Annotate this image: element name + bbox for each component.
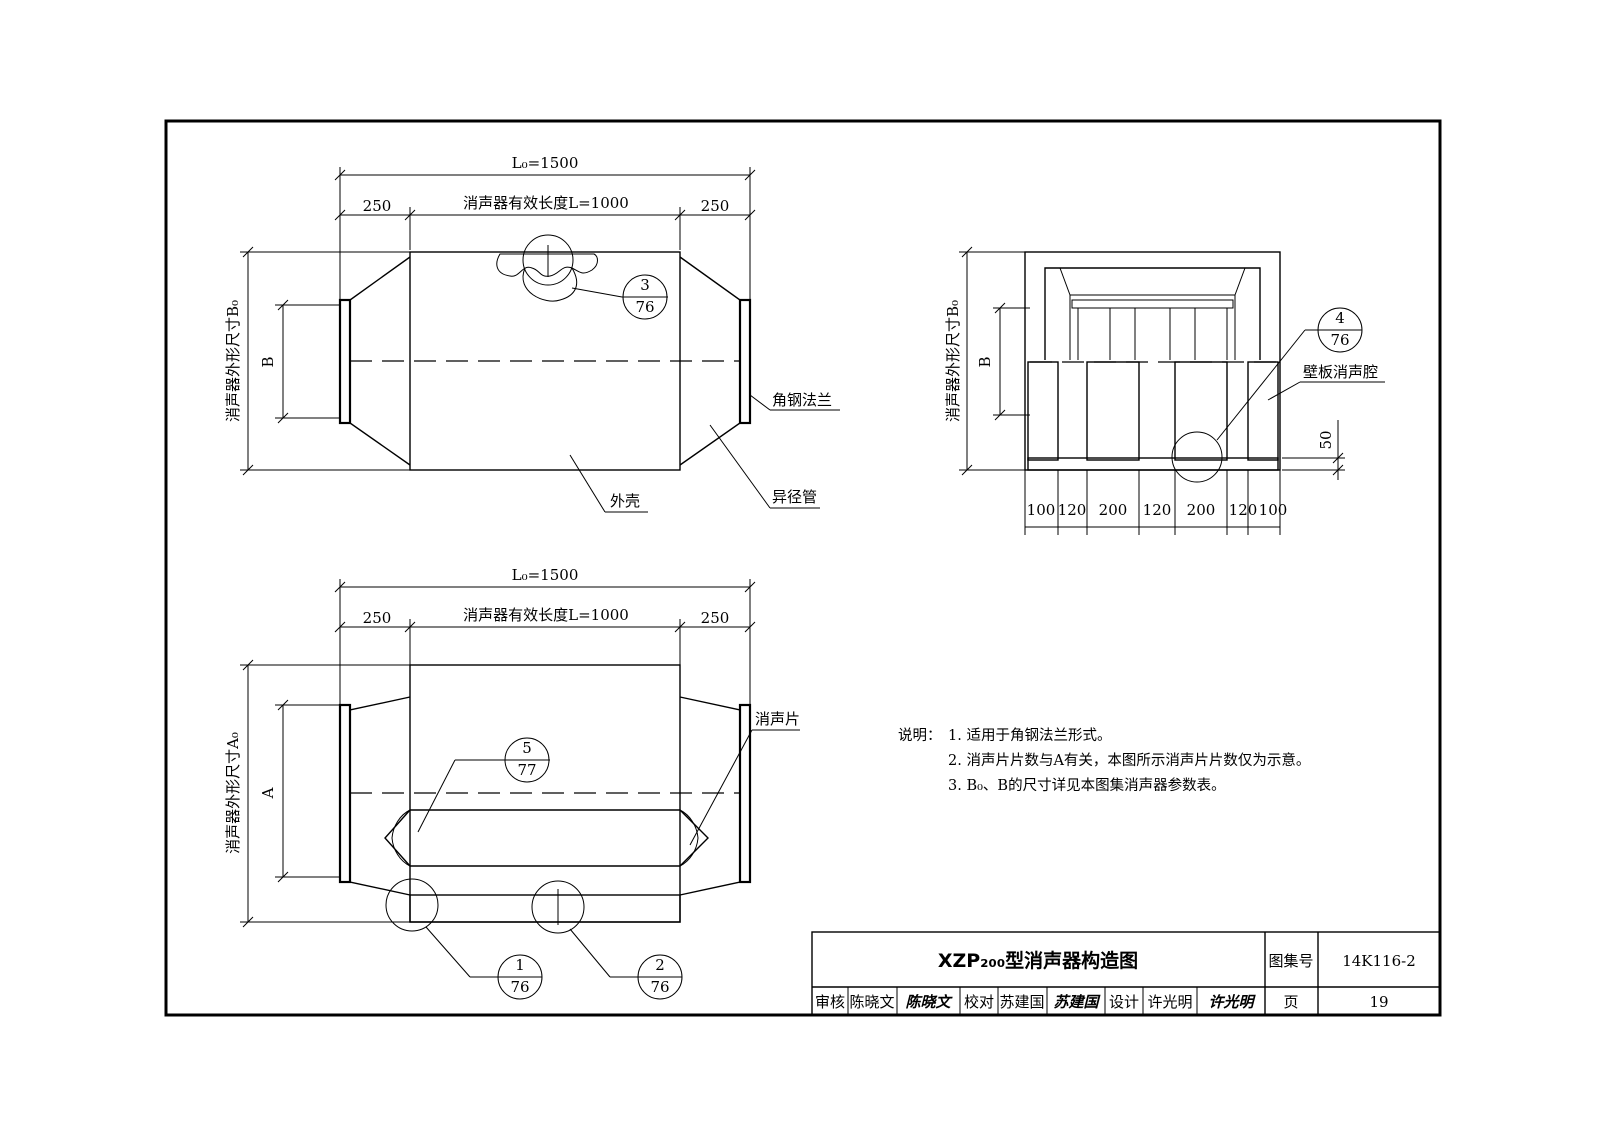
bottom-end-right: 250 [701, 609, 730, 627]
top-flange-left [338, 298, 352, 425]
sheet-frame [164, 119, 1442, 1017]
bottom-effective-length: 消声器有效长度L=1000 [463, 606, 629, 624]
bottom-dimensions [334, 579, 756, 705]
baffle-leader [689, 729, 753, 846]
reviewer-signature: 陈晓文 [905, 993, 953, 1011]
title-block [811, 931, 1441, 1016]
svg-text:76: 76 [510, 978, 529, 996]
shell-leader [569, 454, 606, 513]
top-flange-right [738, 298, 752, 425]
section-vertical-dimensions [959, 246, 1030, 476]
callout-4-76: 4 76 [1216, 307, 1363, 441]
bottom-inner-label: A [259, 787, 277, 799]
top-wall-detail [496, 234, 598, 302]
checker-name: 苏建国 [999, 993, 1044, 1011]
cavity-leader [1267, 381, 1301, 401]
bottom-overall-length: L₀=1500 [512, 566, 579, 584]
page-label: 页 [1283, 993, 1298, 1011]
top-inner-label: B [259, 356, 277, 367]
label-baffle: 消声片 [755, 710, 800, 728]
svg-text:76: 76 [1330, 331, 1349, 349]
section-gap-label: 50 [1317, 430, 1335, 449]
section-width-4: 200 [1187, 501, 1216, 519]
bottom-outer-size-label: 消声器外形尺寸A₀ [224, 732, 242, 854]
design-label: 设计 [1109, 993, 1139, 1011]
top-end-right: 250 [701, 197, 730, 215]
section-baffle-1 [1086, 361, 1140, 461]
svg-text:2: 2 [655, 956, 665, 974]
svg-text:77: 77 [517, 761, 536, 779]
bottom-view: L₀=1500 250 消声器有效长度L=1000 250 消声器外形尺寸A₀ … [224, 566, 800, 1000]
flange-leader [749, 394, 771, 411]
section-width-1: 120 [1058, 501, 1087, 519]
top-end-left: 250 [363, 197, 392, 215]
bottom-reducer-right [679, 696, 741, 896]
label-flange: 角钢法兰 [772, 391, 832, 409]
bottom-end-left: 250 [363, 609, 392, 627]
svg-text:4: 4 [1335, 309, 1345, 327]
svg-text:5: 5 [522, 739, 532, 757]
note-2: 2. 消声片片数与A有关，本图所示消声片片数仅为示意。 [948, 751, 1310, 769]
drawing-title: XZP₂₀₀型消声器构造图 [938, 949, 1138, 972]
top-vertical-dimensions [240, 246, 410, 476]
section-width-0: 100 [1027, 501, 1056, 519]
section-view: 消声器外形尺寸B₀ B 4 76 [944, 246, 1385, 535]
notes-heading: 说明： [898, 727, 942, 744]
svg-text:1: 1 [515, 956, 525, 974]
note-1: 1. 适用于角钢法兰形式。 [948, 727, 1111, 744]
check-label: 校对 [964, 993, 994, 1011]
section-inner-label: B [976, 356, 994, 367]
notes: 说明： 1. 适用于角钢法兰形式。 2. 消声片片数与A有关，本图所示消声片片数… [898, 727, 1310, 794]
page-number: 19 [1369, 993, 1388, 1011]
section-detail-circle [1171, 431, 1223, 483]
label-shell: 外壳 [610, 492, 640, 510]
atlas-number: 14K116-2 [1342, 952, 1416, 970]
callout-1-76: 1 76 [425, 926, 543, 1000]
bottom-flange-left [338, 703, 352, 884]
bottom-reducer-left [349, 696, 411, 896]
reviewer-name: 陈晓文 [849, 993, 894, 1011]
top-outer-size-label: 消声器外形尺寸B₀ [224, 300, 242, 422]
callout-5-77: 5 77 [417, 737, 550, 833]
section-gap-dimension [1282, 420, 1345, 480]
note-3: 3. B₀、B的尺寸详见本图集消声器参数表。 [948, 776, 1226, 794]
section-width-3: 120 [1143, 501, 1172, 519]
detail-circle-1 [385, 878, 439, 932]
svg-text:3: 3 [640, 276, 650, 294]
top-view: L₀=1500 250 消声器有效长度L=1000 250 消声器外形尺寸B₀ … [224, 154, 840, 513]
reducer-leader [709, 424, 771, 509]
svg-text:76: 76 [650, 978, 669, 996]
designer-name: 许光明 [1147, 993, 1192, 1011]
section-bottom-cavity [1027, 457, 1279, 471]
svg-text:76: 76 [635, 298, 654, 316]
top-effective-length: 消声器有效长度L=1000 [463, 194, 629, 212]
checker-signature: 苏建国 [1053, 993, 1101, 1011]
section-width-6: 100 [1259, 501, 1288, 519]
detail-circle-2 [531, 880, 585, 934]
section-wall-cavity-left [1027, 361, 1059, 461]
bottom-wall-absorber [409, 894, 681, 923]
bottom-flange-right [738, 703, 752, 884]
label-reducer: 异径管 [772, 488, 817, 506]
baffle-body [384, 809, 709, 867]
designer-signature: 许光明 [1208, 993, 1256, 1011]
callout-3-76: 3 76 [571, 274, 668, 320]
bottom-vertical-dimensions [240, 659, 410, 928]
section-baffle-2 [1174, 361, 1228, 461]
callout-2-76: 2 76 [569, 928, 683, 1000]
atlas-label: 图集号 [1268, 952, 1313, 970]
section-outer-size-label: 消声器外形尺寸B₀ [944, 300, 962, 422]
top-dimensions [334, 167, 756, 305]
review-label: 审核 [815, 993, 845, 1011]
section-width-5: 120 [1229, 501, 1258, 519]
section-width-dimensions [1024, 470, 1281, 535]
section-housing [1024, 251, 1281, 471]
top-overall-length: L₀=1500 [512, 154, 579, 172]
section-width-2: 200 [1099, 501, 1128, 519]
label-wall-cavity: 壁板消声腔 [1303, 363, 1378, 381]
section-wall-cavity-right [1247, 361, 1279, 461]
